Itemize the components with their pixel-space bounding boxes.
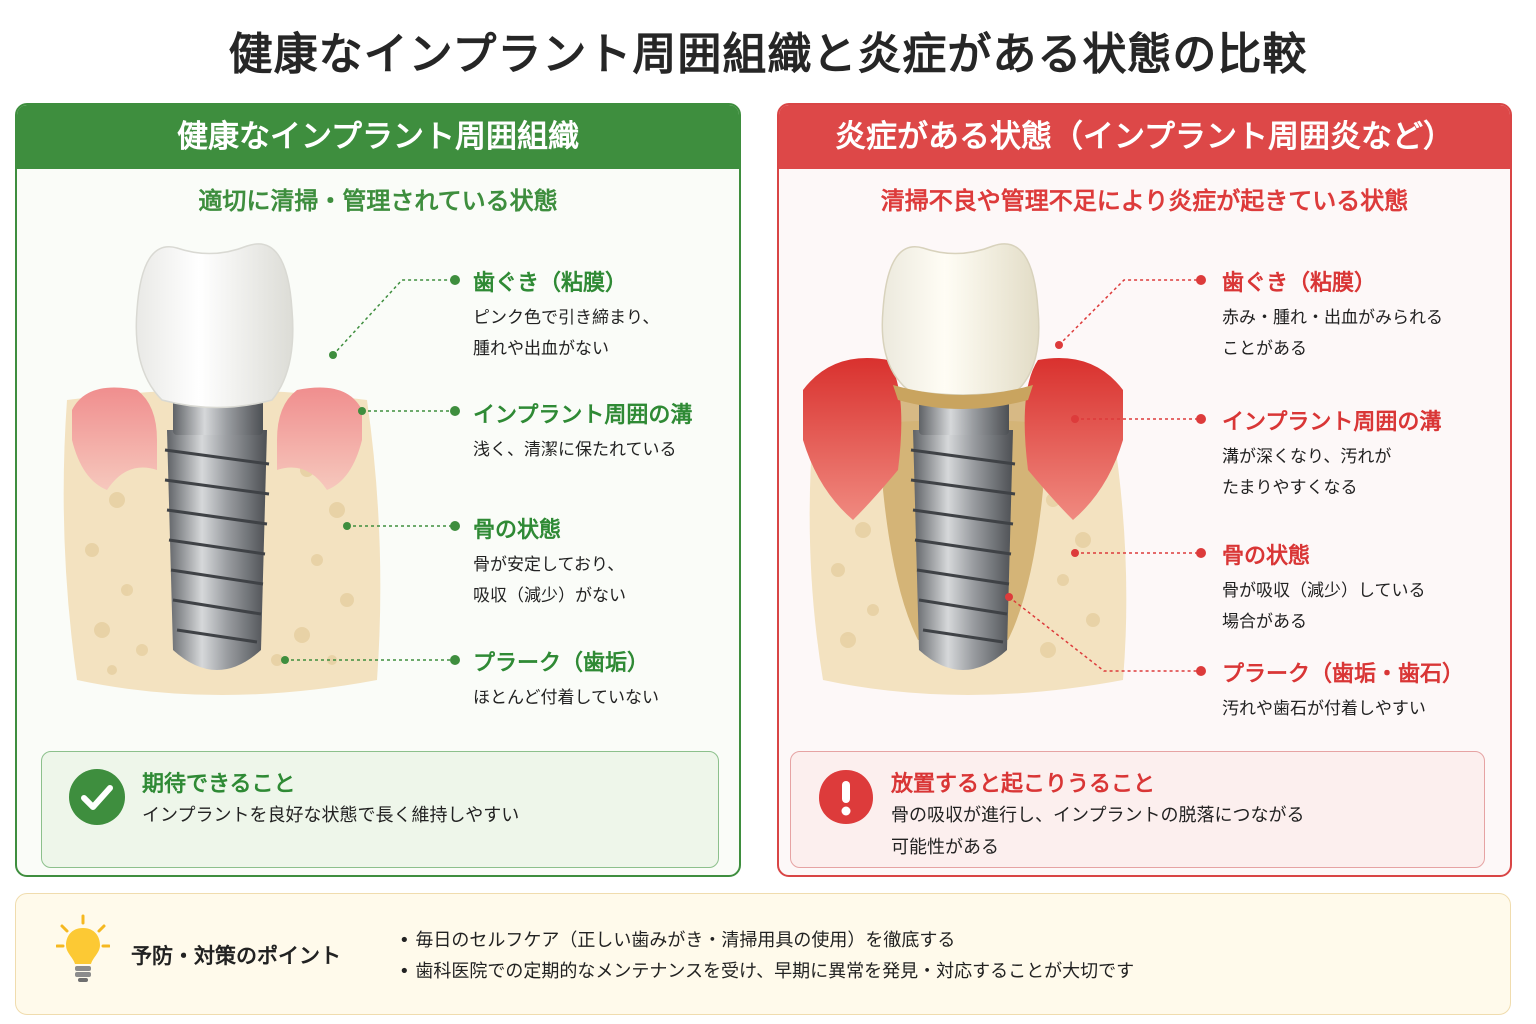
tips-list: 毎日のセルフケア（正しい歯みがき・清掃用具の使用）を徹底する 歯科医院での定期的… [399,925,1134,987]
inflamed-result-desc: 骨の吸収が進行し、インプラントの脱落につながる 可能性がある [891,805,1305,858]
healthy-header: 健康なインプラント周囲組織 [17,105,739,169]
lightbulb-icon [56,914,110,982]
inflamed-implant-illustration [803,243,1127,695]
inflamed-result-box: 放置すると起こりうること 骨の吸収が進行し、インプラントの脱落につながる 可能性… [790,751,1485,868]
healthy-result-title: 期待できること [142,772,296,797]
inflamed-panel: 炎症がある状態（インプラント周囲炎など） 清掃不良や管理不足により炎症が起きてい… [777,103,1512,877]
healthy-callout-sulcus: インプラント周囲の溝 浅く、清潔に保たれている [473,403,693,460]
healthy-callout-gum: 歯ぐき（粘膜） ピンク色で引き締まり、 腫れや出血がない [473,271,660,359]
tip-item: 毎日のセルフケア（正しい歯みがき・清掃用具の使用）を徹底する [399,925,1134,956]
inflamed-header: 炎症がある状態（インプラント周囲炎など） [779,105,1510,169]
prevention-tips-box: 予防・対策のポイント 毎日のセルフケア（正しい歯みがき・清掃用具の使用）を徹底す… [15,893,1511,1015]
healthy-callout-bone: 骨の状態 骨が安定しており、 吸収（減少）がない [473,518,626,606]
inflamed-subtitle: 清掃不良や管理不足により炎症が起きている状態 [880,187,1409,215]
inflamed-callout-bone: 骨の状態 骨が吸収（減少）している 場合がある [1222,544,1426,632]
inflamed-callout-plaque: プラーク（歯垢・歯石） 汚れや歯石が付着しやすい [1222,662,1465,719]
inflamed-callout-sulcus: インプラント周囲の溝 溝が深くなり、汚れが たまりやすくなる [1222,410,1442,498]
tip-item: 歯科医院での定期的なメンテナンスを受け、早期に異常を発見・対応することが大切です [399,956,1134,987]
healthy-subtitle: 適切に清掃・管理されている状態 [198,187,558,215]
healthy-panel: 健康なインプラント周囲組織 適切に清掃・管理されている状態 [15,103,741,877]
healthy-implant-illustration [63,243,381,695]
healthy-callout-plaque: プラーク（歯垢） ほとんど付着していない [473,651,659,708]
inflamed-result-title: 放置すると起こりうること [891,772,1156,797]
page-title: 健康なインプラント周囲組織と炎症がある状態の比較 [228,29,1308,80]
healthy-result-box: 期待できること インプラントを良好な状態で長く維持しやすい [41,751,719,868]
inflamed-callout-gum: 歯ぐき（粘膜） 赤み・腫れ・出血がみられる ことがある [1222,271,1443,359]
healthy-result-desc: インプラントを良好な状態で長く維持しやすい [142,805,520,826]
warning-icon [819,770,873,824]
tips-title: 予防・対策のポイント [131,944,341,968]
check-circle-icon [69,769,125,825]
